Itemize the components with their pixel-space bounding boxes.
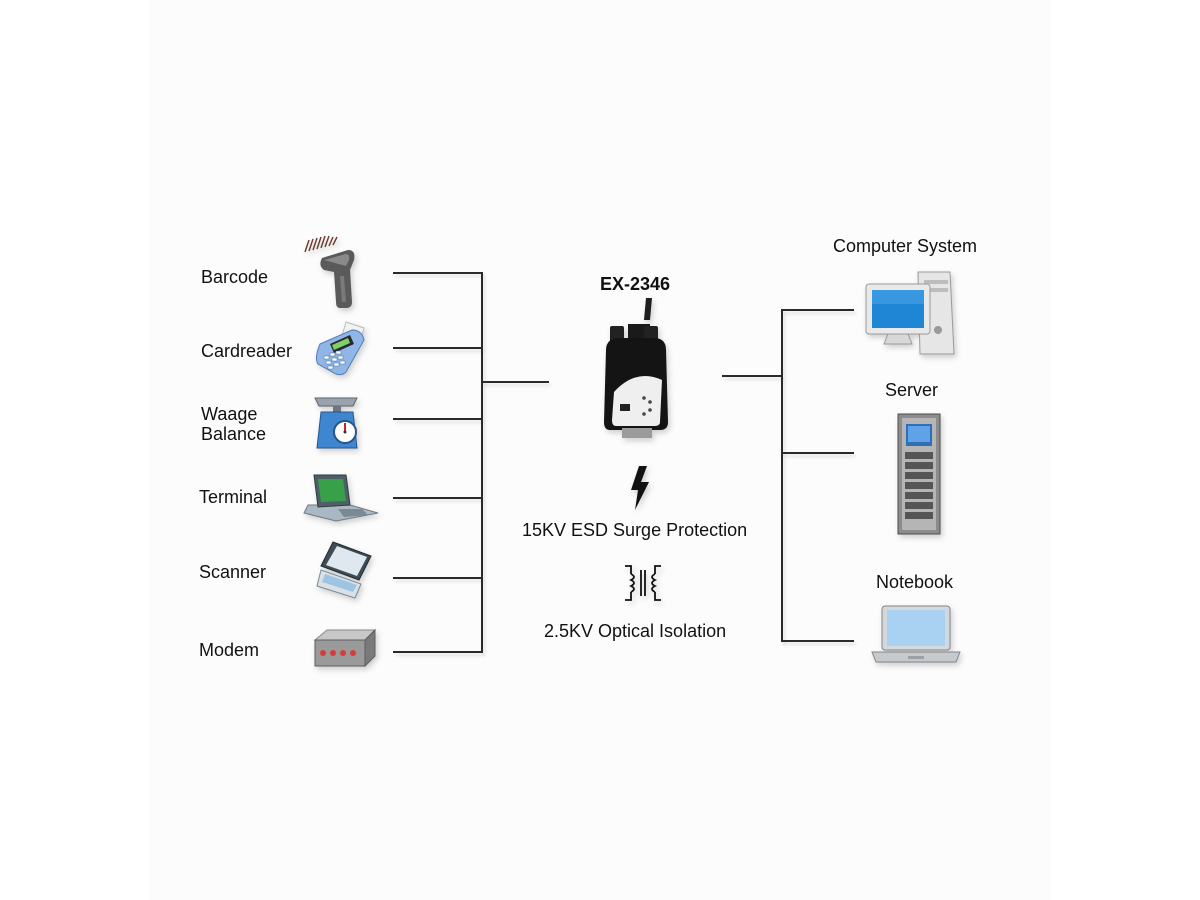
- modem-icon: [313, 626, 377, 670]
- flatbed-scanner-icon: [315, 540, 375, 600]
- label-computer-system: Computer System: [833, 236, 978, 256]
- right-bus-line: [781, 309, 783, 642]
- barcode-scanner-icon: [300, 235, 360, 310]
- connector-scale: [393, 418, 482, 420]
- card-reader-icon: [312, 318, 372, 378]
- scale-icon: [311, 392, 363, 452]
- lightning-icon: [627, 466, 653, 510]
- feature-esd-label: 15KV ESD Surge Protection: [522, 520, 748, 540]
- label-waage: Waage: [201, 404, 258, 424]
- label-terminal: Terminal: [199, 487, 268, 507]
- label-modem: Modem: [199, 640, 260, 660]
- connector-server: [781, 452, 854, 454]
- connector-computer: [781, 309, 854, 311]
- label-scanner: Scanner: [199, 562, 267, 582]
- connector-modem: [393, 651, 482, 653]
- desktop-computer-icon: [862, 264, 958, 356]
- connector-cardreader: [393, 347, 482, 349]
- transformer-icon: [623, 562, 663, 604]
- label-balance: Balance: [201, 424, 267, 444]
- label-server: Server: [885, 380, 939, 400]
- ex-2346-adapter-icon: [600, 298, 672, 440]
- label-barcode: Barcode: [201, 267, 269, 287]
- label-notebook: Notebook: [876, 572, 954, 592]
- notebook-icon: [868, 604, 964, 666]
- connector-notebook: [781, 640, 854, 642]
- feature-isolation-label: 2.5KV Optical Isolation: [544, 621, 727, 641]
- left-trunk-line: [481, 381, 549, 383]
- connector-scanner: [393, 577, 482, 579]
- connector-barcode: [393, 272, 482, 274]
- terminal-icon: [300, 471, 380, 523]
- label-cardreader: Cardreader: [201, 341, 293, 361]
- left-bus-line: [481, 272, 483, 653]
- device-title: EX-2346: [600, 274, 671, 294]
- connector-terminal: [393, 497, 482, 499]
- server-rack-icon: [896, 412, 942, 536]
- right-trunk-line: [722, 375, 782, 377]
